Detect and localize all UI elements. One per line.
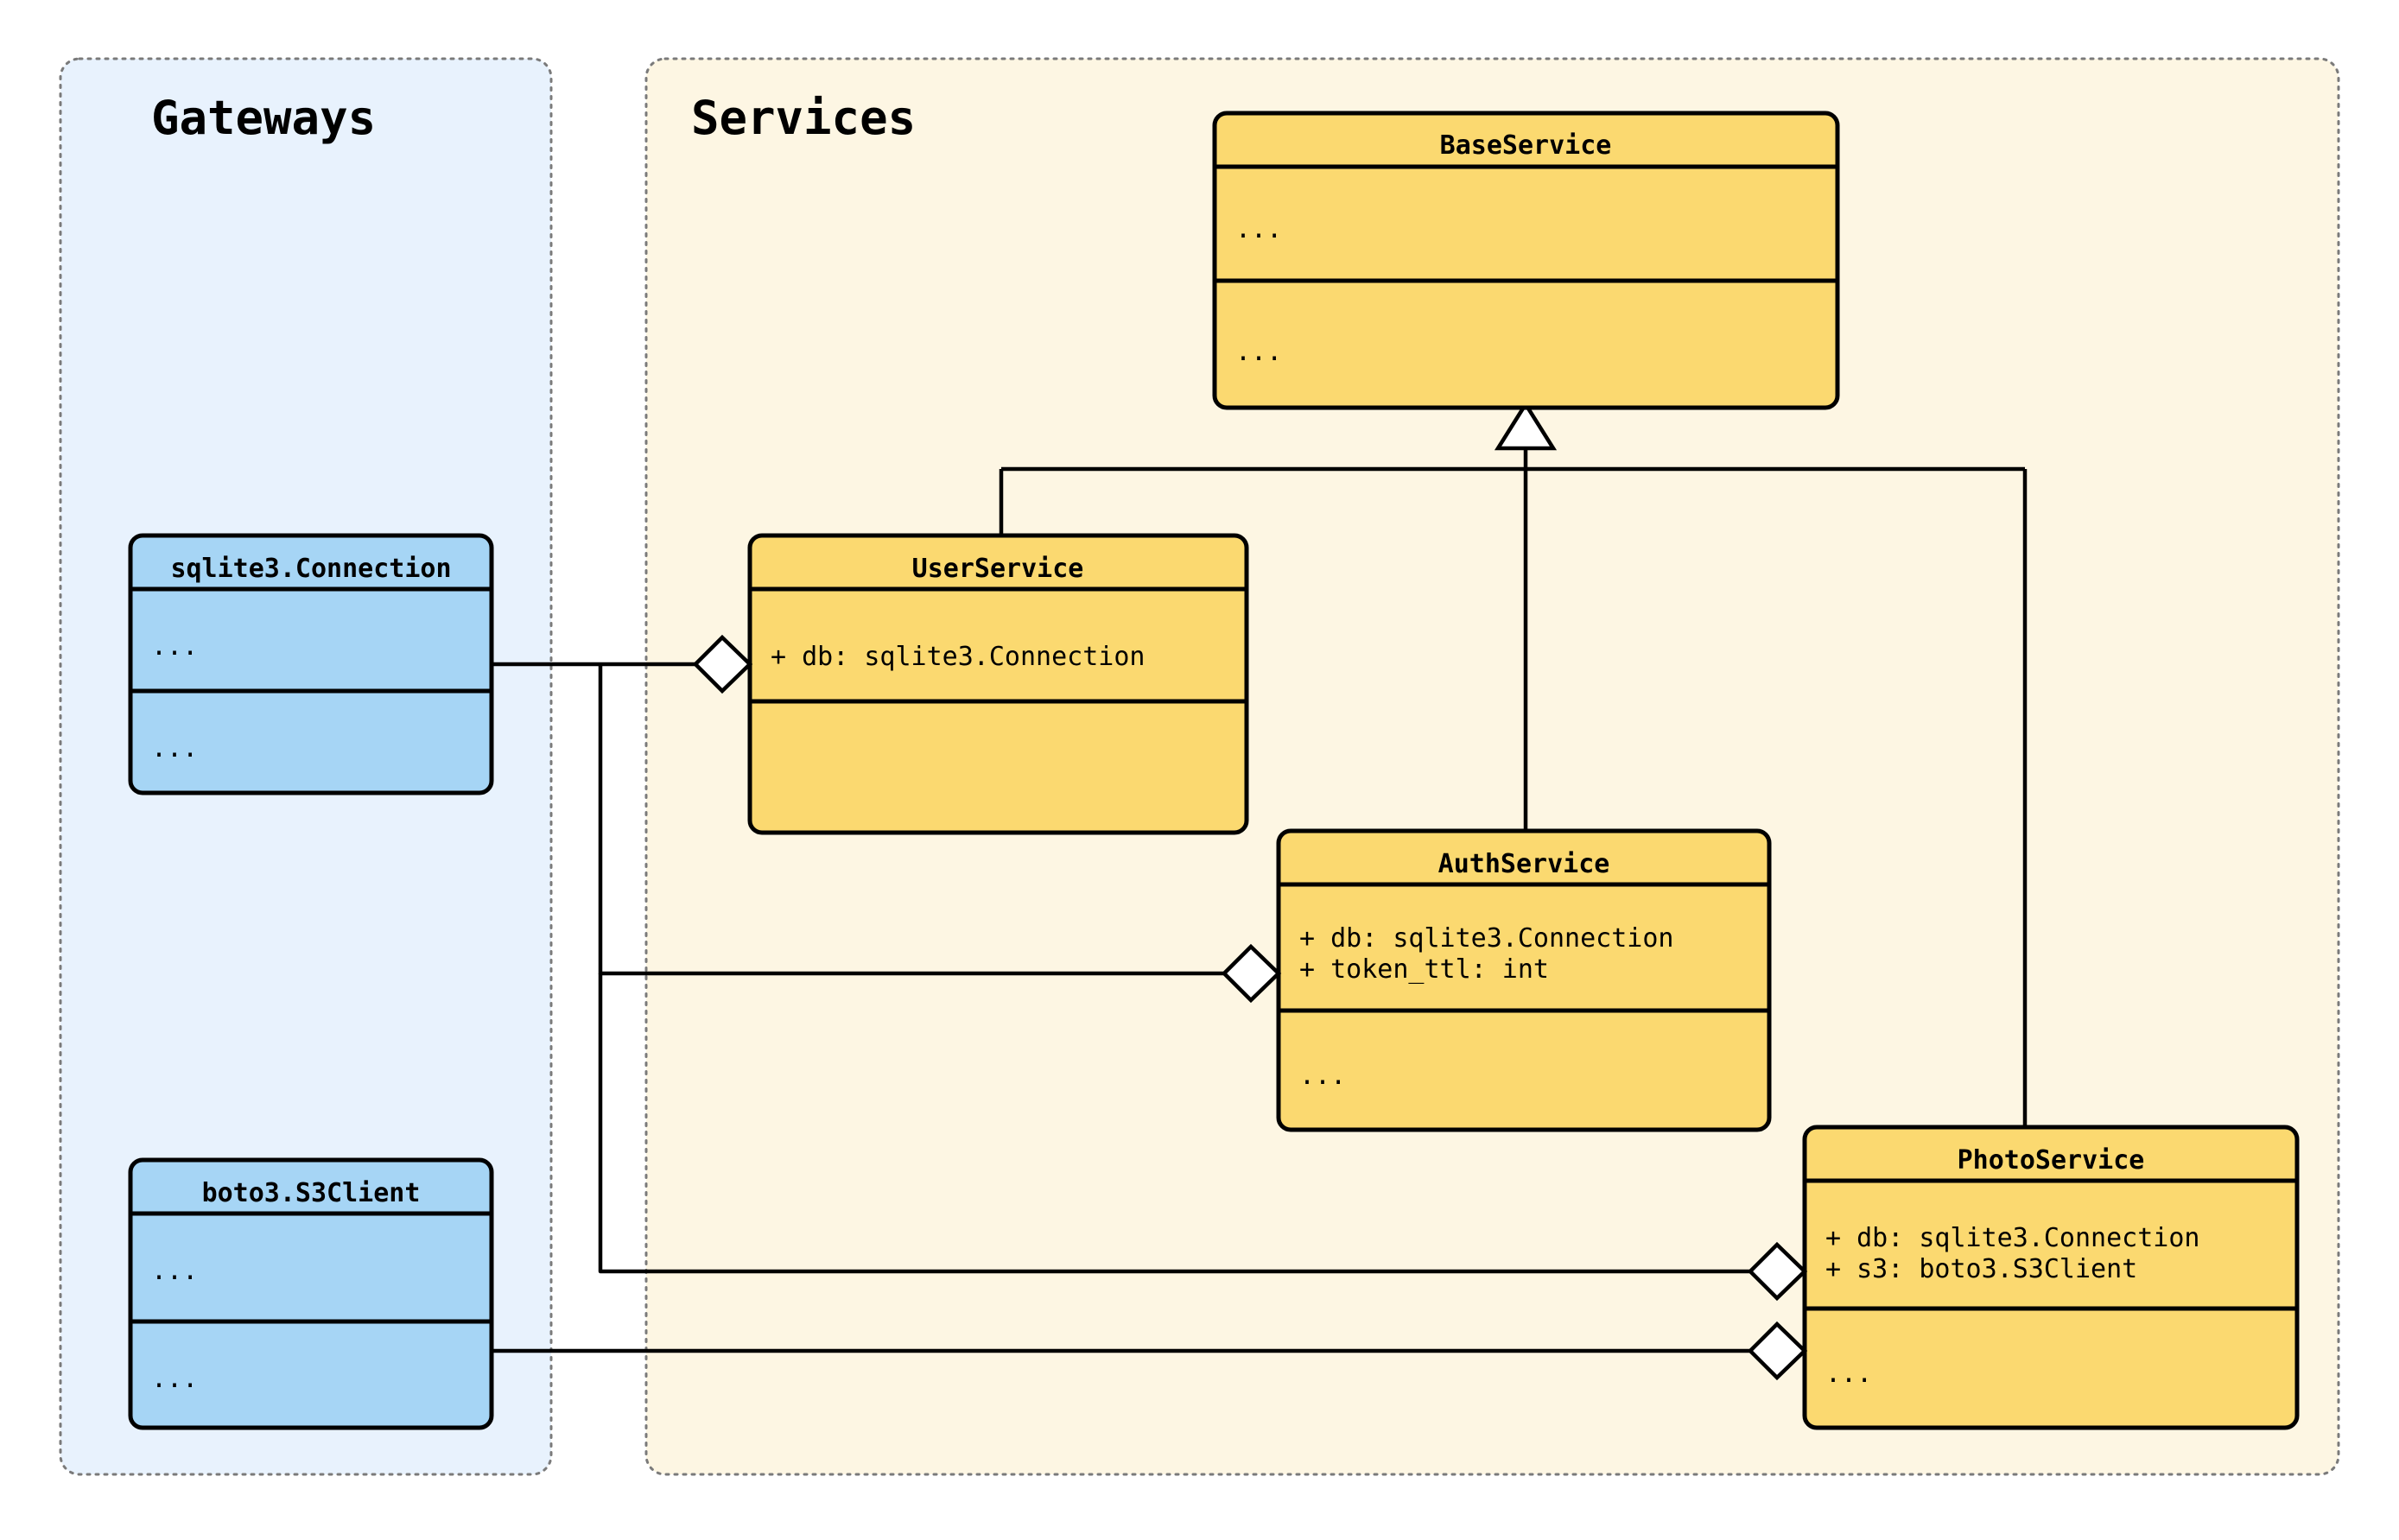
package-services-frame [644, 57, 2340, 1476]
class-user-service-box [747, 533, 1249, 835]
class-auth-service-attribute-0: + db: sqlite3.Connection [1299, 923, 1673, 954]
class-auth-service-box [1276, 828, 1772, 1132]
class-auth-service-attribute-1: + token_ttl: int [1299, 954, 1549, 985]
aggregation-diamond-icon-photoservice-s3 [1747, 1321, 1808, 1381]
class-base-service-box [1212, 111, 1840, 410]
class-boto3-s3client-box [128, 1157, 494, 1430]
aggregation-markers [692, 634, 1808, 1381]
inheritance-triangle-icon [1494, 400, 1558, 451]
package-services-label: Services [691, 91, 916, 145]
aggregation-diamond-icon-authservice [1221, 943, 1282, 1004]
package-gateways-label: Gateways [151, 91, 376, 145]
class-boto3-s3client-attribute-0: ... [151, 1256, 198, 1286]
class-photo-service-method-0: ... [1825, 1359, 1872, 1389]
class-user-service-title: UserService [912, 554, 1084, 584]
class-photo-service-attribute-1: + s3: boto3.S3Client [1825, 1254, 2137, 1284]
class-sqlite3-connection-method-0: ... [151, 733, 198, 764]
class-photo-service-title: PhotoService [1958, 1145, 2145, 1176]
class-auth-service-title: AuthService [1438, 849, 1610, 879]
edge-sqlite-connection-group [492, 662, 1750, 1274]
class-base-service-method-0: ... [1235, 337, 1282, 367]
aggregation-diamond-icon-photoservice-db [1747, 1241, 1808, 1302]
edge-sqlite-down-trunk-lower[interactable] [598, 973, 1750, 1274]
class-auth-service-method-0: ... [1299, 1061, 1346, 1091]
class-sqlite3-connection-title: sqlite3.Connection [170, 554, 451, 584]
class-auth-service[interactable]: AuthService + db: sqlite3.Connection + t… [1276, 828, 1772, 1132]
class-sqlite3-connection-box [128, 533, 494, 795]
class-base-service-attribute-0: ... [1235, 214, 1282, 244]
edge-inheritance-group [999, 400, 2028, 1127]
class-user-service[interactable]: UserService + db: sqlite3.Connection [747, 533, 1249, 835]
aggregation-diamond-icon-userservice [692, 634, 753, 694]
class-sqlite3-connection[interactable]: sqlite3.Connection ... ... [128, 533, 494, 795]
class-sqlite3-connection-attribute-0: ... [151, 631, 198, 662]
class-boto3-s3client-method-0: ... [151, 1364, 198, 1394]
package-services[interactable]: Services [644, 57, 2340, 1476]
class-photo-service[interactable]: PhotoService + db: sqlite3.Connection + … [1802, 1125, 2300, 1430]
class-user-service-attribute-0: + db: sqlite3.Connection [771, 642, 1145, 672]
class-boto3-s3client-title: boto3.S3Client [202, 1178, 421, 1208]
class-photo-service-box [1802, 1125, 2300, 1430]
class-photo-service-attribute-0: + db: sqlite3.Connection [1825, 1223, 2199, 1253]
class-boto3-s3client[interactable]: boto3.S3Client ... ... [128, 1157, 494, 1430]
class-base-service[interactable]: BaseService ... ... [1212, 111, 1840, 410]
class-base-service-title: BaseService [1440, 130, 1612, 161]
